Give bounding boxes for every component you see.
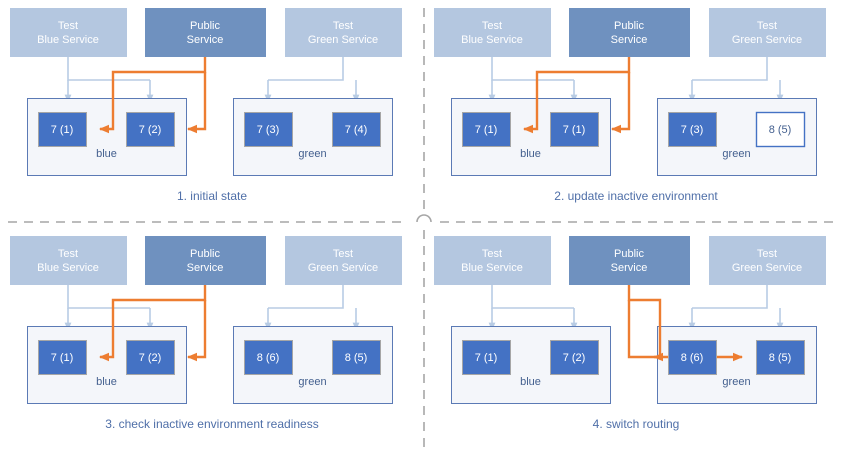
instance-box bbox=[126, 112, 175, 147]
environment-label-green: green bbox=[298, 148, 326, 160]
public-arrow-to-instance-2 bbox=[187, 300, 207, 362]
instance-label: 7 (3) bbox=[681, 124, 704, 136]
service-box-public-service bbox=[569, 8, 690, 57]
panel-caption: 1. initial state bbox=[177, 189, 247, 203]
public-arrow-to-instance-1 bbox=[99, 284, 207, 362]
test-service-routing-lines bbox=[488, 56, 784, 103]
public-arrow-to-instance-1 bbox=[99, 56, 207, 134]
instance-box bbox=[126, 340, 175, 375]
test-service-routing-lines bbox=[488, 284, 784, 331]
blue-service-bus bbox=[491, 284, 574, 309]
instance-label: 7 (2) bbox=[563, 352, 586, 364]
green-service-bus bbox=[692, 284, 768, 309]
service-box-test-blue-service bbox=[10, 8, 127, 57]
service-box-test-green-service bbox=[285, 8, 402, 57]
instance-label: 8 (5) bbox=[769, 352, 792, 364]
public-service-routing-lines bbox=[99, 56, 207, 134]
environment-label-blue: blue bbox=[96, 148, 117, 160]
environment-label-green: green bbox=[722, 148, 750, 160]
instance-label: 8 (6) bbox=[681, 352, 704, 364]
instance-box bbox=[756, 340, 805, 375]
green-service-bus bbox=[268, 284, 344, 309]
blue-service-bus bbox=[491, 56, 574, 81]
panel-caption: 3. check inactive environment readiness bbox=[105, 417, 318, 431]
public-arrow-to-instance-2 bbox=[611, 72, 631, 134]
instance-box bbox=[244, 112, 293, 147]
panel-caption: 2. update inactive environment bbox=[554, 189, 718, 203]
instance-box bbox=[550, 340, 599, 375]
instance-box bbox=[38, 112, 87, 147]
blue-service-bus bbox=[67, 56, 150, 81]
instance-label: 7 (1) bbox=[51, 352, 74, 364]
instance-label: 7 (4) bbox=[345, 124, 368, 136]
service-box-public-service bbox=[569, 236, 690, 285]
instance-label: 7 (1) bbox=[475, 352, 498, 364]
service-box-test-blue-service bbox=[434, 8, 551, 57]
service-box-test-blue-service bbox=[10, 236, 127, 285]
service-box-test-green-service bbox=[285, 236, 402, 285]
instance-label: 7 (1) bbox=[51, 124, 74, 136]
instance-label: 7 (2) bbox=[139, 352, 162, 364]
instance-label: 8 (5) bbox=[345, 352, 368, 364]
environment-label-green: green bbox=[722, 376, 750, 388]
public-arrow-to-instance-1 bbox=[627, 284, 663, 362]
environment-label-green: green bbox=[298, 376, 326, 388]
public-arrow-to-instance-2 bbox=[187, 72, 207, 134]
instance-label: 7 (2) bbox=[139, 124, 162, 136]
instance-box bbox=[668, 112, 717, 147]
instance-box bbox=[332, 112, 381, 147]
instance-label: 7 (3) bbox=[257, 124, 280, 136]
green-service-bus bbox=[692, 56, 768, 81]
public-service-routing-lines bbox=[523, 56, 631, 134]
instance-box bbox=[550, 112, 599, 147]
environment-label-blue: blue bbox=[96, 376, 117, 388]
instance-box bbox=[462, 112, 511, 147]
service-box-public-service bbox=[145, 236, 266, 285]
test-service-routing-lines bbox=[64, 284, 360, 331]
instance-label: 7 (1) bbox=[563, 124, 586, 136]
instance-label: 8 (6) bbox=[257, 352, 280, 364]
instance-label: 8 (5) bbox=[769, 124, 792, 136]
instance-box bbox=[668, 340, 717, 375]
service-box-test-green-service bbox=[709, 8, 826, 57]
instance-box bbox=[462, 340, 511, 375]
instance-box bbox=[38, 340, 87, 375]
environment-label-blue: blue bbox=[520, 376, 541, 388]
public-arrow-to-instance-1 bbox=[523, 56, 631, 134]
service-box-test-blue-service bbox=[434, 236, 551, 285]
instance-label: 7 (1) bbox=[475, 124, 498, 136]
instance-box bbox=[332, 340, 381, 375]
panel-caption: 4. switch routing bbox=[593, 417, 680, 431]
public-service-routing-lines bbox=[99, 284, 207, 362]
green-service-bus bbox=[268, 56, 344, 81]
test-service-routing-lines bbox=[64, 56, 360, 103]
blue-service-bus bbox=[67, 284, 150, 309]
environment-label-blue: blue bbox=[520, 148, 541, 160]
instance-box bbox=[244, 340, 293, 375]
service-box-public-service bbox=[145, 8, 266, 57]
instance-box bbox=[755, 111, 806, 148]
service-box-test-green-service bbox=[709, 236, 826, 285]
